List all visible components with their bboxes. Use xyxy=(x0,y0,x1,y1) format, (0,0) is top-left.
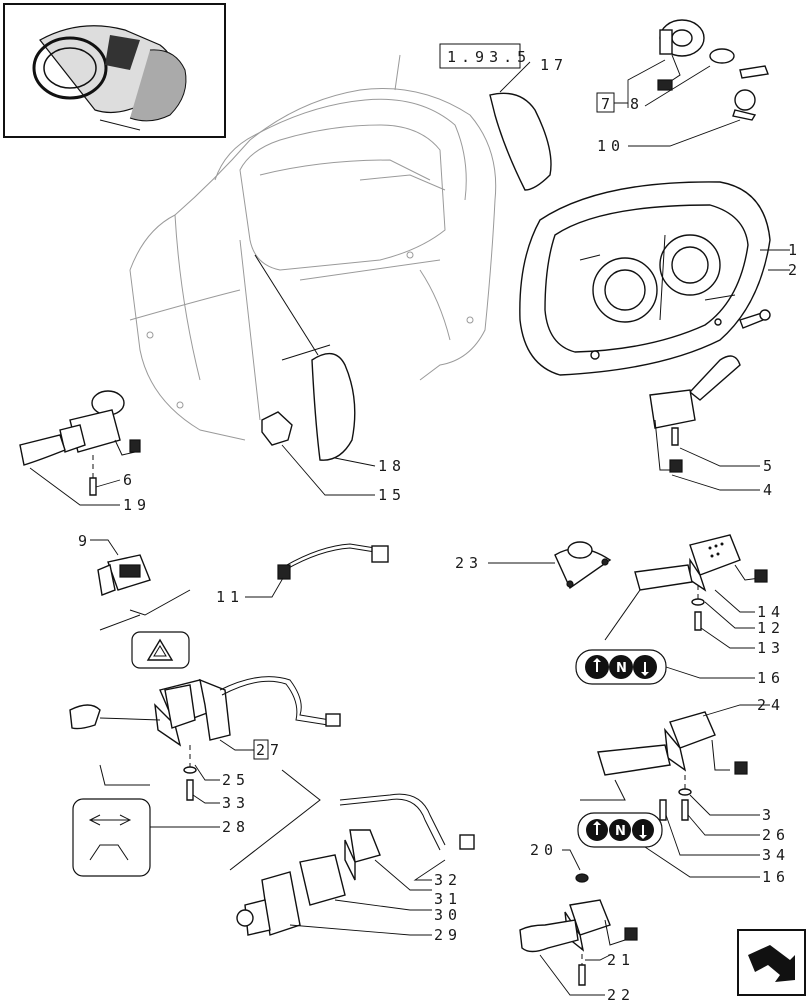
multi-switch-27 xyxy=(69,676,341,804)
callout-24: 24 xyxy=(757,696,785,714)
callout-4: 4 xyxy=(763,481,777,499)
callout-21: 21 xyxy=(607,951,635,969)
callout-1: 1 xyxy=(788,241,802,259)
callout-labels: 17 7 8 10 1 2 18 15 5 4 6 19 9 23 11 14 … xyxy=(78,56,802,1000)
next-page-arrow-icon[interactable] xyxy=(737,929,806,996)
callout-10: 10 xyxy=(597,137,625,155)
callout-5: 5 xyxy=(763,457,777,475)
guide-line xyxy=(281,344,331,361)
callout-28: 28 xyxy=(222,818,250,836)
trim-panel-18 xyxy=(311,352,376,467)
direction-arrows-icon xyxy=(72,798,220,877)
callout-27: 27 xyxy=(256,741,284,759)
reference-box[interactable]: 1.93.5 xyxy=(439,43,531,69)
callout-33: 33 xyxy=(222,794,250,812)
callout-25: 25 xyxy=(222,771,250,789)
callout-13: 13 xyxy=(757,639,785,657)
ignition-switch xyxy=(596,19,769,147)
dashboard-housing-outline xyxy=(129,54,497,441)
light-switch-left xyxy=(19,390,141,506)
lever-switch-bottom xyxy=(519,849,638,996)
callout-11: 11 xyxy=(216,588,244,606)
callout-32: 32 xyxy=(434,871,462,889)
callout-16a: 16 xyxy=(757,669,785,687)
callout-8: 8 xyxy=(630,95,644,113)
reference-code: 1.93.5 xyxy=(447,48,531,66)
callout-19: 19 xyxy=(123,496,151,514)
callout-26: 26 xyxy=(762,826,790,844)
callout-16b: 16 xyxy=(762,868,790,886)
clip-15 xyxy=(261,411,375,496)
trim-panel-17 xyxy=(489,61,552,191)
callout-3: 3 xyxy=(762,806,776,824)
callout-17: 17 xyxy=(540,56,568,74)
harness-11 xyxy=(245,543,389,598)
neutral-symbol: N xyxy=(615,824,626,839)
callout-34: 34 xyxy=(762,846,790,864)
switch-assembly-29-32 xyxy=(229,769,475,936)
callout-23: 23 xyxy=(455,554,483,572)
callout-30: 30 xyxy=(434,906,462,924)
callout-12: 12 xyxy=(757,619,785,637)
callout-9: 9 xyxy=(78,532,92,550)
callout-2: 2 xyxy=(788,261,802,279)
hazard-triangle-icon xyxy=(131,631,190,669)
neutral-symbol: N xyxy=(616,661,627,676)
light-switch-right-upper xyxy=(649,355,760,491)
hazard-switch-9 xyxy=(90,539,191,631)
callout-29: 29 xyxy=(434,926,462,944)
callout-18: 18 xyxy=(378,457,406,475)
lever-switch-24 xyxy=(580,704,770,856)
callout-14: 14 xyxy=(757,603,785,621)
direction-symbols-16b: N xyxy=(577,812,760,878)
callout-22: 22 xyxy=(607,986,635,1000)
callout-15: 15 xyxy=(378,486,406,504)
instrument-cluster xyxy=(519,181,790,376)
callout-31: 31 xyxy=(434,890,462,908)
callout-6: 6 xyxy=(123,471,137,489)
callout-20: 20 xyxy=(530,841,558,859)
switch-mount-23 xyxy=(488,541,612,590)
callout-7: 7 xyxy=(601,95,615,113)
direction-symbols-16a: N xyxy=(575,649,755,685)
lever-switch-right xyxy=(604,534,768,649)
guide-line xyxy=(254,254,319,356)
tractor-thumbnail-icon xyxy=(3,3,226,138)
